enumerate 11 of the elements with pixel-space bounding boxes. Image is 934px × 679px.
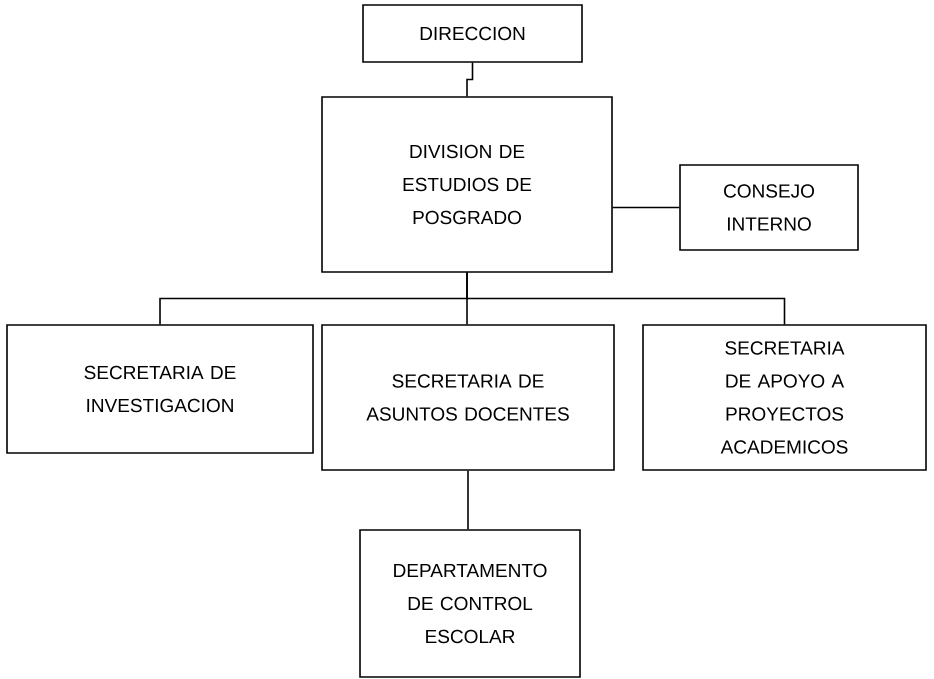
org-box: DIVISION DE ESTUDIOS DE POSGRADO — [321, 96, 613, 273]
org-box: SECRETARIA DE ASUNTOS DOCENTES — [321, 324, 615, 471]
connector-line — [466, 272, 786, 324]
org-box: CONSEJO INTERNO — [679, 164, 859, 251]
connector-line — [466, 62, 474, 96]
connector-line — [612, 206, 680, 208]
org-box: DEPARTAMENTO DE CONTROL ESCOLAR — [359, 529, 581, 678]
org-box: SECRETARIA DE APOYO A PROYECTOS ACADEMICOS — [642, 324, 927, 471]
connector-line — [467, 470, 469, 530]
org-box: SECRETARIA DE INVESTIGACION — [6, 324, 314, 454]
org-box: DIRECCION — [362, 4, 583, 63]
